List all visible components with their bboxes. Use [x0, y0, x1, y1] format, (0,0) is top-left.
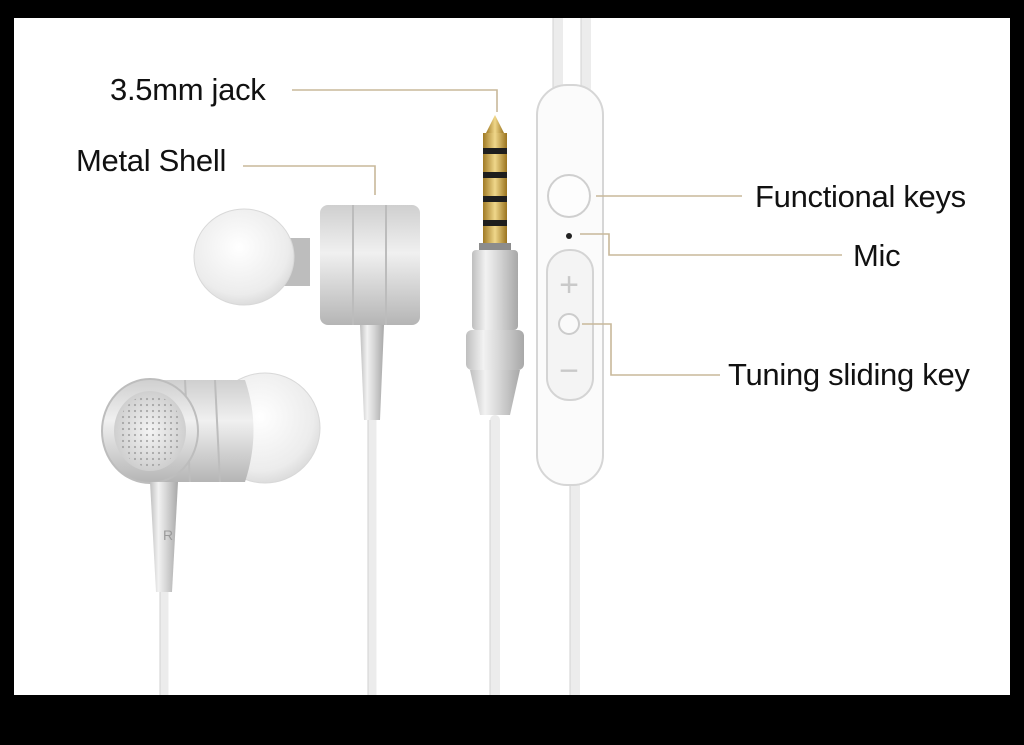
metal-shell-label: Metal Shell [76, 143, 227, 178]
volume-minus-glyph: − [559, 352, 579, 390]
mic-hole [566, 233, 572, 239]
functional-key [547, 174, 591, 218]
mic-label: Mic [853, 238, 901, 273]
earbud-r-marking: R [163, 527, 173, 543]
inline-remote: + − [536, 84, 604, 486]
earphones-illustration: + − R [101, 18, 842, 695]
jack-label: 3.5mm jack [110, 72, 266, 107]
cables [159, 18, 591, 695]
volume-plus-glyph: + [559, 266, 579, 304]
tuning-sliding-key-label: Tuning sliding key [728, 357, 970, 392]
leader-lines [243, 89, 842, 376]
functional-keys-label: Functional keys [755, 179, 966, 214]
jack-plug [466, 115, 524, 415]
right-earbud: R [101, 372, 321, 592]
left-earbud [193, 205, 420, 420]
product-image-panel: + − R [14, 18, 1010, 695]
